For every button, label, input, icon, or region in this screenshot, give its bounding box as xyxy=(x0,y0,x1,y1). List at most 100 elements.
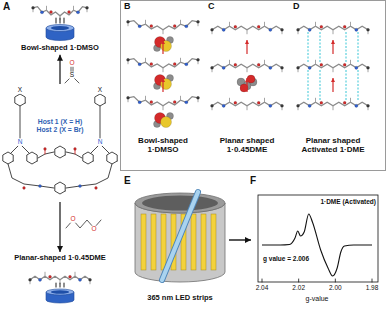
bond-line xyxy=(100,106,101,138)
carbon-atom xyxy=(197,96,200,99)
bond-stick xyxy=(264,98,265,102)
nitrogen-atom xyxy=(308,104,311,107)
ring-top xyxy=(46,289,74,295)
axis-tick xyxy=(298,279,299,282)
stack-mark xyxy=(59,18,60,23)
g-value-label: g value = 2.006 xyxy=(263,255,309,262)
carbon-atom xyxy=(29,278,32,281)
sample-tube-outline xyxy=(162,192,198,280)
carbon-atom xyxy=(127,96,130,99)
benzene-ring xyxy=(55,182,65,194)
bond-stick xyxy=(73,6,74,10)
bond-stick xyxy=(350,22,351,26)
nitrogen-atom xyxy=(269,66,272,69)
nitrogen-atom xyxy=(222,104,225,107)
axis-tick-label: 2.00 xyxy=(329,284,342,291)
benzene-ring xyxy=(15,94,25,106)
oxygen-atom xyxy=(150,100,153,103)
panel-letter: C xyxy=(208,2,215,12)
interaction-line xyxy=(358,70,359,100)
bond-stick xyxy=(333,106,334,110)
oxygen-atom xyxy=(23,187,26,190)
carbon-atom xyxy=(211,66,214,69)
molecule-backbone xyxy=(128,21,198,30)
carbon-atom xyxy=(89,278,92,281)
dipole-arrow xyxy=(162,78,163,92)
bond-stick xyxy=(163,68,164,72)
panel-caption: Bowl-shaped 1·DMSO xyxy=(122,137,204,155)
carbon-atom xyxy=(367,104,370,107)
nitrogen-atom xyxy=(222,66,225,69)
bond-stick xyxy=(145,58,146,62)
ring-hole xyxy=(51,290,69,294)
nitrogen-atom xyxy=(355,104,358,107)
nitrogen-atom xyxy=(79,185,82,188)
atom-label: O xyxy=(70,216,76,223)
carbon-atom xyxy=(127,58,130,61)
interaction-line xyxy=(308,70,309,100)
reactor-opening xyxy=(142,196,218,211)
carbon-atom xyxy=(197,20,200,23)
oxygen-atom xyxy=(234,101,237,104)
double-bond xyxy=(71,67,72,72)
bond-stick xyxy=(229,22,230,26)
bond-stick xyxy=(315,98,316,102)
atom-label: N xyxy=(97,139,103,146)
atom-label: X xyxy=(17,87,22,94)
nitrogen-atom xyxy=(269,104,272,107)
bond-stick xyxy=(229,60,230,64)
dipole-arrow xyxy=(246,78,247,92)
light-source-label: 365 nm LED strips xyxy=(147,294,212,302)
axis-tick-label: 2.02 xyxy=(292,284,305,291)
led-strip xyxy=(211,214,216,270)
bond-line xyxy=(65,79,70,84)
carbonyl-bond xyxy=(75,150,76,154)
stack-mark xyxy=(55,283,56,287)
carbon-atom xyxy=(281,28,284,31)
oxygen-atom xyxy=(320,63,323,66)
oxygen-atom xyxy=(95,187,98,190)
benzene-ring xyxy=(27,152,37,164)
bond-line xyxy=(102,146,109,153)
nitrogen-atom xyxy=(269,28,272,31)
oxygen-atom xyxy=(257,101,260,104)
nitrogen-atom xyxy=(39,185,42,188)
carbon-atom xyxy=(281,66,284,69)
bond-stick xyxy=(264,60,265,64)
spectrum-label: 1·DME (Activated) xyxy=(320,198,376,205)
bond-stick xyxy=(180,96,181,100)
panel-bcd-illustration xyxy=(121,1,386,171)
carbon-atom xyxy=(127,20,130,23)
epr-spectrum xyxy=(258,195,378,282)
nitrogen-atom xyxy=(222,28,225,31)
benzene-ring xyxy=(107,152,117,164)
photoreactor-illustration xyxy=(135,192,251,282)
oxygen-atom xyxy=(49,275,52,278)
bond-stick xyxy=(46,6,47,10)
bond-line xyxy=(22,146,29,153)
dipole-arrow xyxy=(246,40,247,54)
nitrogen-atom xyxy=(308,28,311,31)
stack-mark xyxy=(59,283,60,287)
nitrogen-atom xyxy=(185,63,188,66)
solvent-atom xyxy=(161,41,172,52)
solvent-atom xyxy=(161,117,172,128)
panel-letter: D xyxy=(293,2,300,12)
carbon-atom xyxy=(86,6,89,9)
solvent-atom xyxy=(161,79,172,90)
carbonyl-bond xyxy=(45,150,46,154)
stack-mark xyxy=(63,18,64,23)
nitrogen-atom xyxy=(40,11,43,14)
sample-tube xyxy=(162,192,198,280)
atom-label: S xyxy=(69,72,74,79)
oxygen-atom xyxy=(173,100,176,103)
led-strip xyxy=(141,214,146,270)
panel-letter: A xyxy=(3,1,10,12)
bond-line xyxy=(66,164,112,188)
oxygen-atom xyxy=(173,24,176,27)
bond-stick xyxy=(45,272,46,276)
benzene-ring xyxy=(95,94,105,106)
oxygen-atom xyxy=(343,25,346,28)
bond-stick xyxy=(163,106,164,110)
oxygen-atom xyxy=(320,25,323,28)
